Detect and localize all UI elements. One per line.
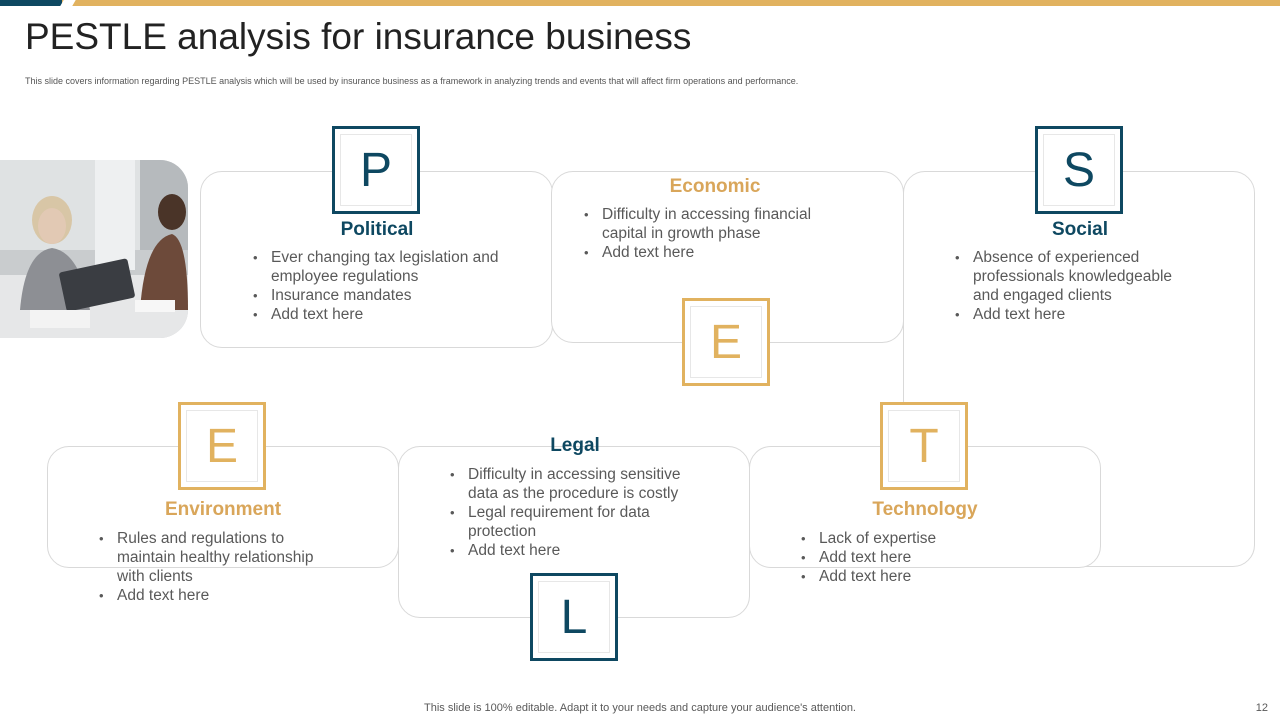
social-heading: Social	[1052, 219, 1108, 240]
social-letter-tile: S	[1035, 126, 1123, 214]
political-list: Ever changing tax legislation and employ…	[253, 248, 511, 324]
list-item: Difficulty in accessing financial capita…	[584, 205, 832, 243]
list-item: Difficulty in accessing sensitive data a…	[450, 465, 708, 503]
economic-heading: Economic	[669, 176, 761, 197]
meeting-photo	[0, 160, 188, 338]
legal-list: Difficulty in accessing sensitive data a…	[450, 465, 708, 560]
list-item: Rules and regulations to maintain health…	[99, 529, 342, 586]
environment-letter-tile: E	[178, 402, 266, 490]
economic-letter-tile: E	[682, 298, 770, 386]
list-item: Add text here	[801, 548, 1039, 567]
list-item: Add text here	[253, 305, 511, 324]
social-list: Absence of experienced professionals kno…	[955, 248, 1173, 324]
list-item: Insurance mandates	[253, 286, 511, 305]
list-item: Ever changing tax legislation and employ…	[253, 248, 511, 286]
list-item: Add text here	[450, 541, 708, 560]
technology-heading: Technology	[872, 499, 978, 520]
list-item: Add text here	[584, 243, 832, 262]
economic-list: Difficulty in accessing financial capita…	[584, 205, 832, 262]
page-number: 12	[1255, 702, 1268, 714]
top-accent-bar	[0, 0, 1280, 6]
list-item: Lack of expertise	[801, 529, 1039, 548]
list-item: Add text here	[99, 586, 342, 605]
legal-heading: Legal	[550, 435, 600, 456]
technology-list: Lack of expertise Add text here Add text…	[801, 529, 1039, 586]
environment-list: Rules and regulations to maintain health…	[99, 529, 342, 605]
political-letter-tile: P	[332, 126, 420, 214]
page-subtitle: This slide covers information regarding …	[25, 76, 799, 86]
list-item: Legal requirement for data protection	[450, 503, 708, 541]
footer-note: This slide is 100% editable. Adapt it to…	[424, 702, 856, 714]
legal-letter-tile: L	[530, 573, 618, 661]
list-item: Add text here	[801, 567, 1039, 586]
environment-heading: Environment	[164, 499, 282, 520]
page-title: PESTLE analysis for insurance business	[25, 16, 692, 57]
list-item: Absence of experienced professionals kno…	[955, 248, 1173, 305]
political-heading: Political	[340, 219, 414, 240]
technology-letter-tile: T	[880, 402, 968, 490]
list-item: Add text here	[955, 305, 1173, 324]
